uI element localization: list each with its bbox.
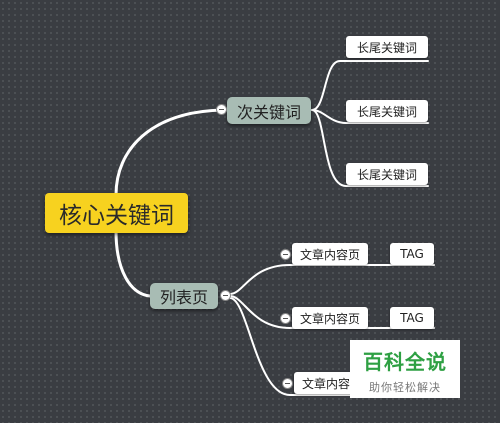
watermark-subtitle: 助你轻松解决 <box>369 381 441 394</box>
branch-topic-2[interactable]: 列表页 <box>150 283 218 309</box>
leaf-topic-branch-1-2[interactable]: 长尾关键词 <box>346 100 428 122</box>
connector-branch-2-to-leaf-2 <box>229 295 435 329</box>
branch-topic-1[interactable]: 次关键词 <box>227 97 311 124</box>
tag-label[interactable]: TAG <box>390 243 434 265</box>
watermark-title: 百科全说 <box>363 350 447 374</box>
watermark-logo: 百科全说 助你轻松解决 <box>350 340 460 398</box>
collapse-toggle-icon[interactable] <box>220 290 231 301</box>
connector-root-to-branch-1 <box>114 108 224 197</box>
connector-branch-2-to-leaf-1 <box>229 264 435 295</box>
collapse-toggle-icon[interactable] <box>280 313 291 324</box>
leaf-topic-branch-2-1[interactable]: 文章内容页 <box>292 243 368 265</box>
collapse-toggle-icon[interactable] <box>282 378 293 389</box>
collapse-toggle-icon[interactable] <box>280 249 291 260</box>
connector-branch-1-to-leaf-3 <box>311 109 429 187</box>
leaf-topic-branch-2-2[interactable]: 文章内容页 <box>292 307 368 329</box>
root-topic[interactable]: 核心关键词 <box>45 193 188 233</box>
leaf-topic-branch-1-3[interactable]: 长尾关键词 <box>346 163 428 185</box>
connector-root-to-branch-2 <box>114 229 152 298</box>
connector-branch-1-to-leaf-2 <box>311 109 429 124</box>
leaf-topic-branch-1-1[interactable]: 长尾关键词 <box>346 36 428 58</box>
collapse-toggle-icon[interactable] <box>216 104 227 115</box>
tag-label[interactable]: TAG <box>390 307 434 329</box>
connector-branch-2-to-leaf-3 <box>229 297 435 396</box>
connector-branch-1-to-leaf-1 <box>311 60 429 111</box>
